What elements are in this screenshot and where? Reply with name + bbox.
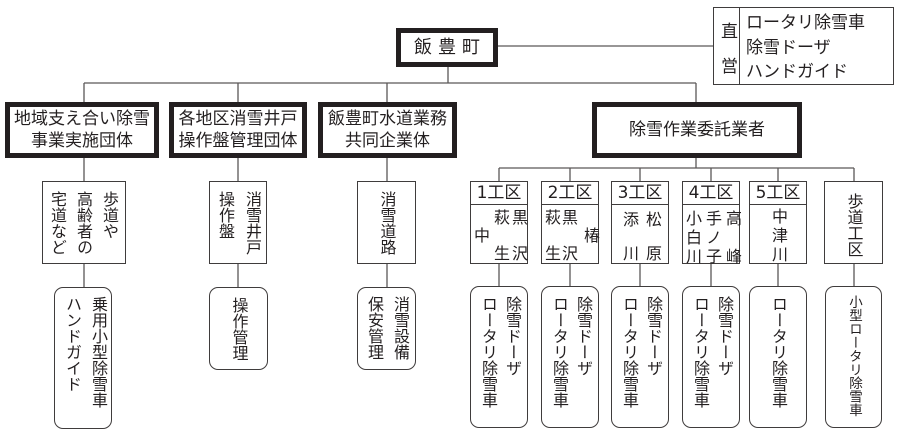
district-area: 松原 (643, 211, 662, 279)
branch-title-line: 操作盤管理団体 (178, 131, 298, 151)
district-name: 2工区 (542, 182, 598, 205)
direct-item: ロータリ除雪車 (746, 13, 865, 33)
branch-title-line: 飯豊町水道業務 (328, 109, 447, 129)
district-sidewalk-equipment-box: 小型ロータリ除雪車 (825, 286, 882, 428)
equipment-column: ロータリ除雪車 (479, 296, 498, 408)
equipment-column: 小型ロータリ除雪車 (846, 295, 862, 417)
scope-column: 高齢者の (74, 191, 93, 255)
direct-management-box: 直営 ロータリ除雪車 除雪ドーザ ハンドガイド (713, 7, 894, 92)
equipment-column: 除雪ドーザ (574, 296, 593, 376)
equipment-column: ロータリ除雪車 (691, 296, 710, 408)
equipment-column: 乗用小型除雪車 (89, 296, 108, 408)
equipment-column: 除雪ドーザ (715, 296, 734, 376)
branch-1-equipment-box: 操作管理 (209, 287, 268, 370)
district-5-equipment-box: ロータリ除雪車 (749, 286, 807, 428)
equipment-column: ロータリ除雪車 (550, 296, 569, 408)
district-area: 高峰 (723, 210, 742, 286)
branch-0-scope-box: 歩道や 高齢者の 宅道など (42, 181, 126, 264)
district-area: 手ノ子 (703, 210, 722, 267)
district-2-equipment-box: 除雪ドーザ ロータリ除雪車 (541, 286, 599, 428)
root-town-label: 飯豊町 (414, 37, 486, 58)
branch-snow-contractors: 除雪作業委託業者 (592, 102, 802, 158)
district-area: 添川 (620, 211, 639, 279)
district-box-5: 5工区 中津川 (749, 181, 807, 265)
branch-waterworks-consortium: 飯豊町水道業務 共同企業体 (318, 102, 457, 158)
scope-column: 歩道や (100, 191, 119, 239)
direct-management-header: 直営 (717, 22, 737, 92)
direct-item: 除雪ドーザ (746, 37, 831, 58)
direct-item: ハンドガイド (746, 62, 848, 82)
district-area: 椿 (581, 227, 600, 243)
district-name: 3工区 (612, 182, 668, 205)
district-area: 中 (471, 227, 490, 243)
equipment-column: 保安管理 (365, 296, 384, 360)
district-name: 歩道工区 (844, 193, 864, 257)
branch-title-line: 共同企業体 (345, 131, 430, 151)
district-area: 萩生 (542, 209, 561, 281)
branch-title-line: 事業実施団体 (31, 131, 133, 151)
equipment-column: ロータリ除雪車 (769, 296, 788, 408)
branch-community-snow-group: 地域支え合い除雪 事業実施団体 (5, 102, 159, 158)
scope-column: 宅道など (48, 191, 67, 255)
district-1-equipment-box: 除雪ドーザ ロータリ除雪車 (470, 286, 528, 428)
district-box-4: 4工区 高峰 手ノ子 小白川 (682, 181, 742, 286)
district-box-1: 1工区 黒沢 萩生 中 (470, 181, 528, 281)
district-area: 小白川 (683, 210, 702, 267)
root-town-box: 飯豊町 (396, 28, 498, 67)
equipment-column: ロータリ除雪車 (620, 296, 639, 408)
district-4-equipment-box: 除雪ドーザ ロータリ除雪車 (682, 286, 740, 428)
district-box-3: 3工区 松原 添川 (611, 181, 669, 279)
direct-management-divider (739, 8, 740, 84)
district-area: 萩生 (491, 209, 510, 281)
equipment-column: 除雪ドーザ (644, 296, 663, 376)
district-area: 黒沢 (559, 209, 578, 281)
district-box-sidewalk: 歩道工区 (824, 181, 883, 264)
district-name: 5工区 (750, 182, 806, 205)
district-area: 中津川 (769, 208, 788, 265)
scope-column: 操作盤 (216, 191, 235, 239)
district-name: 4工区 (683, 182, 739, 205)
scope-column: 消雪井戸 (243, 191, 262, 255)
equipment-column: 消雪設備 (391, 296, 410, 360)
district-3-equipment-box: 除雪ドーザ ロータリ除雪車 (611, 286, 669, 428)
branch-title-line: 各地区消雪井戸 (178, 109, 298, 129)
district-name: 1工区 (471, 182, 527, 205)
branch-title-line: 地域支え合い除雪 (14, 109, 150, 129)
branch-well-panel-group: 各地区消雪井戸 操作盤管理団体 (169, 102, 307, 158)
equipment-column: 操作管理 (229, 297, 249, 361)
branch-1-scope-box: 消雪井戸 操作盤 (209, 181, 267, 264)
branch-0-equipment-box: 乗用小型除雪車 ハンドガイド (54, 287, 112, 429)
contractors-title: 除雪作業委託業者 (629, 120, 765, 140)
district-area: 黒沢 (509, 209, 528, 281)
scope-column: 消雪道路 (377, 191, 397, 255)
equipment-column: 除雪ドーザ (503, 296, 522, 376)
branch-2-scope-box: 消雪道路 (357, 181, 416, 264)
branch-2-equipment-box: 消雪設備 保安管理 (357, 287, 416, 370)
district-box-2: 2工区 椿 黒沢 萩生 (541, 181, 600, 281)
direct-management-items: ロータリ除雪車 除雪ドーザ ハンドガイド (746, 11, 865, 85)
equipment-column: ハンドガイド (63, 296, 82, 392)
